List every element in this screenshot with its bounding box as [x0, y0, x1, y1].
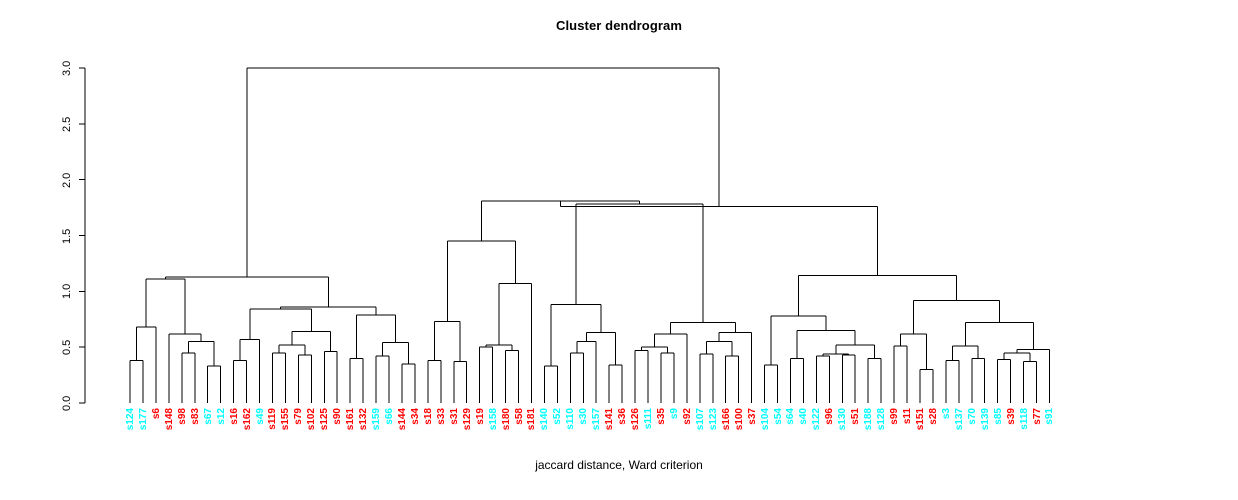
y-tick-label: 0.0: [61, 395, 73, 411]
leaf-label: s98: [176, 408, 188, 425]
leaf-label: s33: [435, 408, 447, 425]
leaf-label: s132: [358, 408, 370, 431]
leaf-label: s111: [643, 408, 654, 430]
leaf-label: s155: [280, 408, 292, 431]
leaf-label: s79: [293, 408, 305, 425]
leaf-label: s37: [746, 408, 758, 425]
leaf-label: s6: [150, 408, 162, 420]
leaf-label: s104: [759, 408, 771, 431]
leaf-label: s91: [1044, 408, 1056, 425]
leaf-label: s128: [876, 408, 888, 431]
leaf-label: s118: [1018, 408, 1030, 430]
leaf-label: s137: [953, 408, 965, 431]
leaf-label: s162: [241, 408, 253, 431]
leaf-label: s158: [487, 408, 499, 431]
leaf-label: s3: [940, 408, 952, 420]
leaf-label: s181: [526, 408, 538, 431]
leaf-label: s34: [409, 408, 421, 425]
leaf-label: s151: [914, 408, 926, 431]
leaf-label: s159: [371, 408, 383, 431]
leaf-label: s52: [552, 408, 564, 425]
leaf-label: s58: [513, 408, 525, 425]
leaf-label: s30: [578, 408, 590, 425]
leaf-label: s36: [617, 408, 629, 425]
y-tick-label: 1.0: [61, 283, 73, 299]
leaf-label: s119: [267, 408, 279, 430]
leaf-label: s141: [604, 408, 616, 431]
leaf-label: s129: [461, 408, 473, 431]
leaf-label: s123: [707, 408, 719, 431]
leaf-label: s40: [798, 408, 810, 425]
leaf-label: s96: [824, 408, 836, 425]
leaf-label: s130: [837, 408, 849, 431]
y-tick-label: 0.5: [61, 339, 73, 355]
leaf-label: s122: [811, 408, 823, 431]
leaf-label: s148: [163, 408, 175, 431]
leaf-label: s177: [137, 408, 149, 431]
leaf-label: s180: [500, 408, 512, 431]
leaf-label: s67: [202, 408, 214, 425]
leaf-label: s157: [591, 408, 603, 431]
leaf-label: s100: [733, 408, 745, 431]
leaf-label: s188: [863, 408, 875, 431]
leaf-label: s161: [345, 408, 357, 431]
leaf-label: s39: [1005, 408, 1017, 425]
leaf-label: s102: [306, 408, 318, 431]
leaf-label: s166: [720, 408, 732, 431]
leaf-label: s16: [228, 408, 240, 425]
page-title: Cluster dendrogram: [555, 18, 683, 33]
leaf-label: s49: [254, 408, 266, 425]
leaf-label: s12: [215, 408, 227, 425]
leaf-label: s125: [319, 408, 331, 431]
leaf-label: s28: [927, 408, 939, 425]
leaf-label: s85: [992, 408, 1004, 425]
leaf-label: s11: [902, 408, 913, 425]
leaf-label: s51: [850, 408, 862, 425]
leaf-label: s83: [189, 408, 201, 425]
leaf-label: s126: [630, 408, 642, 431]
leaf-label: s99: [889, 408, 901, 425]
x-axis-label: jaccard distance, Ward criterion: [535, 458, 703, 472]
leaf-label: s9: [668, 408, 680, 420]
leaf-label: s77: [1031, 408, 1043, 425]
leaf-label: s92: [681, 408, 693, 425]
leaf-label: s31: [448, 408, 460, 425]
y-tick-label: 2.0: [61, 172, 73, 188]
leaf-label: s110: [565, 408, 577, 430]
leaf-label: s66: [384, 408, 395, 425]
leaf-label: s140: [539, 408, 551, 431]
leaf-label: s19: [474, 408, 486, 425]
leaf-label: s144: [396, 408, 408, 431]
leaf-label: s35: [655, 408, 667, 425]
leaf-label: s70: [966, 408, 978, 425]
leaf-label: s54: [772, 408, 784, 425]
leaf-label: s139: [979, 408, 991, 431]
leaf-label: s124: [125, 408, 136, 431]
y-tick-label: 2.5: [61, 116, 73, 132]
y-tick-label: 3.0: [61, 60, 73, 76]
leaf-label: s18: [422, 408, 434, 425]
leaf-label: s64: [785, 408, 797, 425]
leaf-label: s90: [332, 408, 344, 425]
leaf-label: s107: [694, 408, 706, 431]
y-tick-label: 1.5: [61, 227, 73, 244]
